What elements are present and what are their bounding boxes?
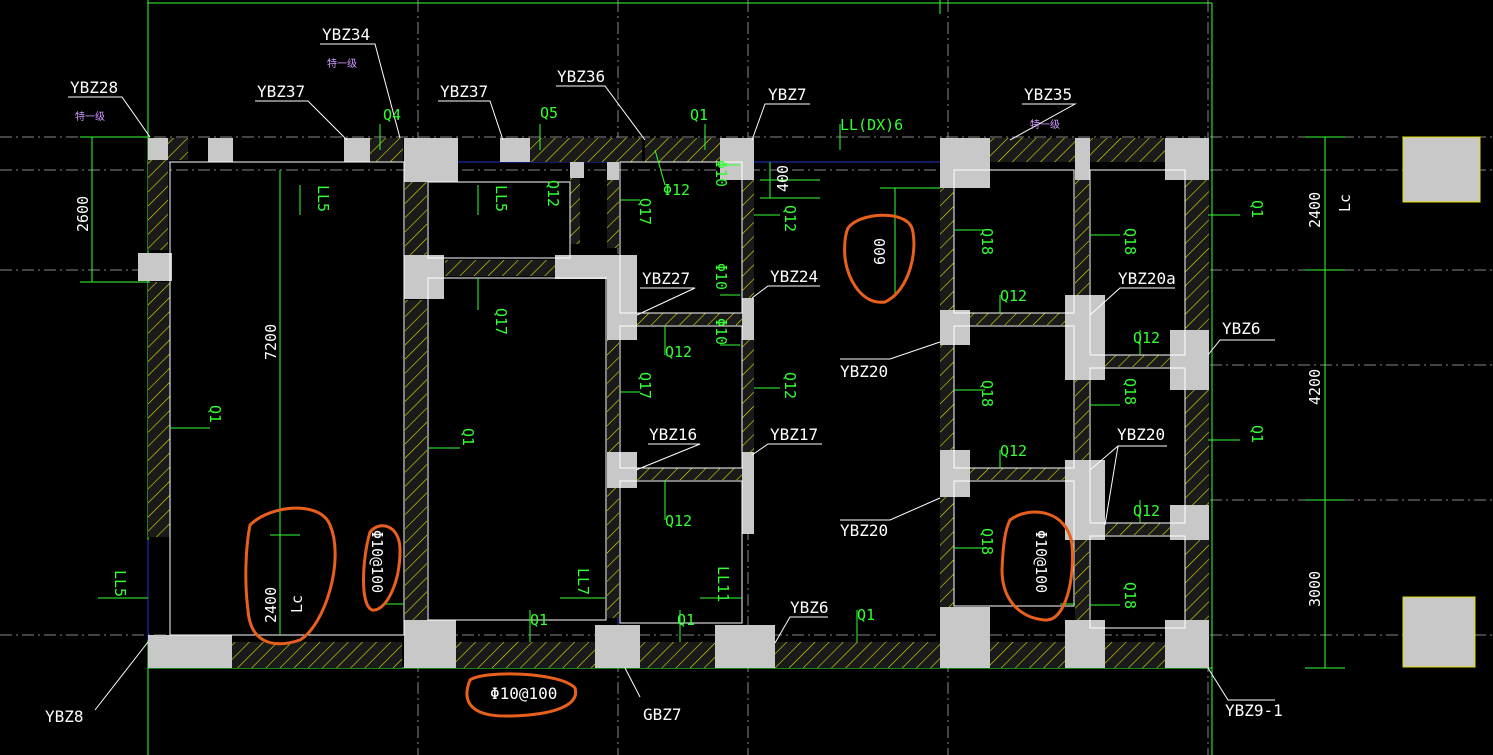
label-ybz37-a: YBZ37 (257, 82, 305, 101)
label-q4: Q4 (383, 106, 401, 124)
label-q5: Q5 (540, 104, 558, 122)
label-q12-f: Q12 (1000, 287, 1027, 305)
label-phi12: Φ12 (663, 181, 690, 199)
label-phi10at100-bottom: Φ10@100 (490, 684, 557, 703)
label-ybz6-right: YBZ6 (1222, 319, 1261, 338)
label-ybz6-bottom: YBZ6 (790, 598, 829, 617)
label-ybz16: YBZ16 (649, 425, 697, 444)
label-ll11: LL11 (714, 566, 732, 602)
grade-notes: 特一级 特一级 特一级 (75, 58, 1060, 131)
label-q12-c: Q12 (665, 512, 692, 530)
label-phi10-c: Φ10 (712, 318, 730, 345)
dimension-texts: 2600 7200 2400 Lc 400 600 2400 Lc 4200 3… (74, 165, 1354, 623)
label-ybz36: YBZ36 (557, 67, 605, 86)
label-q1-mid: Q1 (459, 428, 477, 446)
label-q12-h: Q12 (1133, 329, 1160, 347)
label-q17-c: Q17 (636, 372, 654, 399)
label-ll5-a: LL5 (314, 185, 332, 212)
label-gbz7: GBZ7 (643, 705, 682, 724)
label-ybz20-right: YBZ20 (1117, 425, 1165, 444)
label-phi10at100-left: Φ10@100 (368, 530, 386, 593)
dim-lc-right: Lc (1336, 194, 1354, 212)
label-ybz20-mid: YBZ20 (840, 362, 888, 381)
markup-annotations (244, 213, 1075, 718)
label-ybz17: YBZ17 (770, 425, 818, 444)
label-q18-d: Q18 (1121, 378, 1139, 405)
label-q1-top: Q1 (690, 106, 708, 124)
label-ybz27: YBZ27 (642, 269, 690, 288)
boundary-columns (138, 136, 1481, 668)
label-q12-e: Q12 (781, 372, 799, 399)
label-q12-d: Q12 (781, 205, 799, 232)
label-q1-left: Q1 (206, 405, 224, 423)
dim-2600: 2600 (74, 196, 92, 232)
beam-outlines (147, 161, 940, 640)
label-ybz9-1: YBZ9-1 (1225, 701, 1283, 720)
dim-2400-right: 2400 (1306, 192, 1324, 228)
label-ybz20-low: YBZ20 (840, 521, 888, 540)
label-ybz7: YBZ7 (768, 85, 807, 104)
label-lldx6: LL(DX)6 (840, 116, 903, 134)
label-phi10-a: Φ10 (712, 160, 730, 187)
label-ybz8: YBZ8 (45, 707, 84, 726)
label-ybz24: YBZ24 (770, 267, 818, 286)
dim-7200: 7200 (262, 324, 280, 360)
label-q17-b: Q17 (492, 308, 510, 335)
dim-600: 600 (871, 238, 889, 265)
leader-lines (68, 43, 1275, 711)
label-q12-a: Q12 (544, 180, 562, 207)
label-q1-r1: Q1 (1248, 200, 1266, 218)
dim-2400-left: 2400 (262, 587, 280, 623)
room-outlines (169, 161, 1186, 636)
beam-wall-labels: Q4 Q5 Q1 LL(DX)6 Φ12 Q12 Q12 Q12 Q12 Q12… (383, 104, 1160, 703)
label-q1-b1: Q1 (530, 611, 548, 629)
label-q1-b2: Q1 (677, 611, 695, 629)
label-q18-a: Q18 (978, 228, 996, 255)
label-ll7: LL7 (574, 568, 592, 595)
vertical-labels: LL5 LL5 LL5 LL7 LL11 Q12 Q17 Q17 Q17 Q12… (111, 160, 1266, 609)
label-q18-c: Q18 (978, 380, 996, 407)
dimension-lines (80, 136, 1345, 669)
label-q12-b: Q12 (665, 343, 692, 361)
label-ll5-b: LL5 (492, 185, 510, 212)
label-ybz20a: YBZ20a (1118, 269, 1176, 288)
component-labels: YBZ28 YBZ34 YBZ37 YBZ37 YBZ36 YBZ7 YBZ35… (45, 25, 1283, 726)
dim-4200: 4200 (1306, 369, 1324, 405)
label-q12-i: Q12 (1133, 502, 1160, 520)
note-grade-3: 特一级 (1030, 119, 1060, 131)
label-ybz37-b: YBZ37 (440, 82, 488, 101)
label-q18-e: Q18 (978, 528, 996, 555)
label-q18-f: Q18 (1121, 582, 1139, 609)
label-ll5-c: LL5 (111, 570, 129, 597)
dim-400: 400 (774, 165, 792, 192)
label-q12-g: Q12 (1000, 442, 1027, 460)
label-phi10at100-right: Φ10@100 (1032, 530, 1050, 593)
shear-walls (148, 138, 1209, 668)
dim-lc-left: Lc (288, 595, 306, 613)
label-q17-a: Q17 (636, 198, 654, 225)
label-q1-b3: Q1 (857, 606, 875, 624)
label-q1-r2: Q1 (1248, 425, 1266, 443)
label-ybz35: YBZ35 (1024, 85, 1072, 104)
note-grade-2: 特一级 (327, 58, 357, 70)
dim-3000: 3000 (1306, 571, 1324, 607)
note-grade-1: 特一级 (75, 111, 105, 123)
label-q18-b: Q18 (1121, 228, 1139, 255)
label-ybz28: YBZ28 (70, 78, 118, 97)
label-phi10-b: Φ10 (712, 263, 730, 290)
label-ybz34: YBZ34 (322, 25, 370, 44)
